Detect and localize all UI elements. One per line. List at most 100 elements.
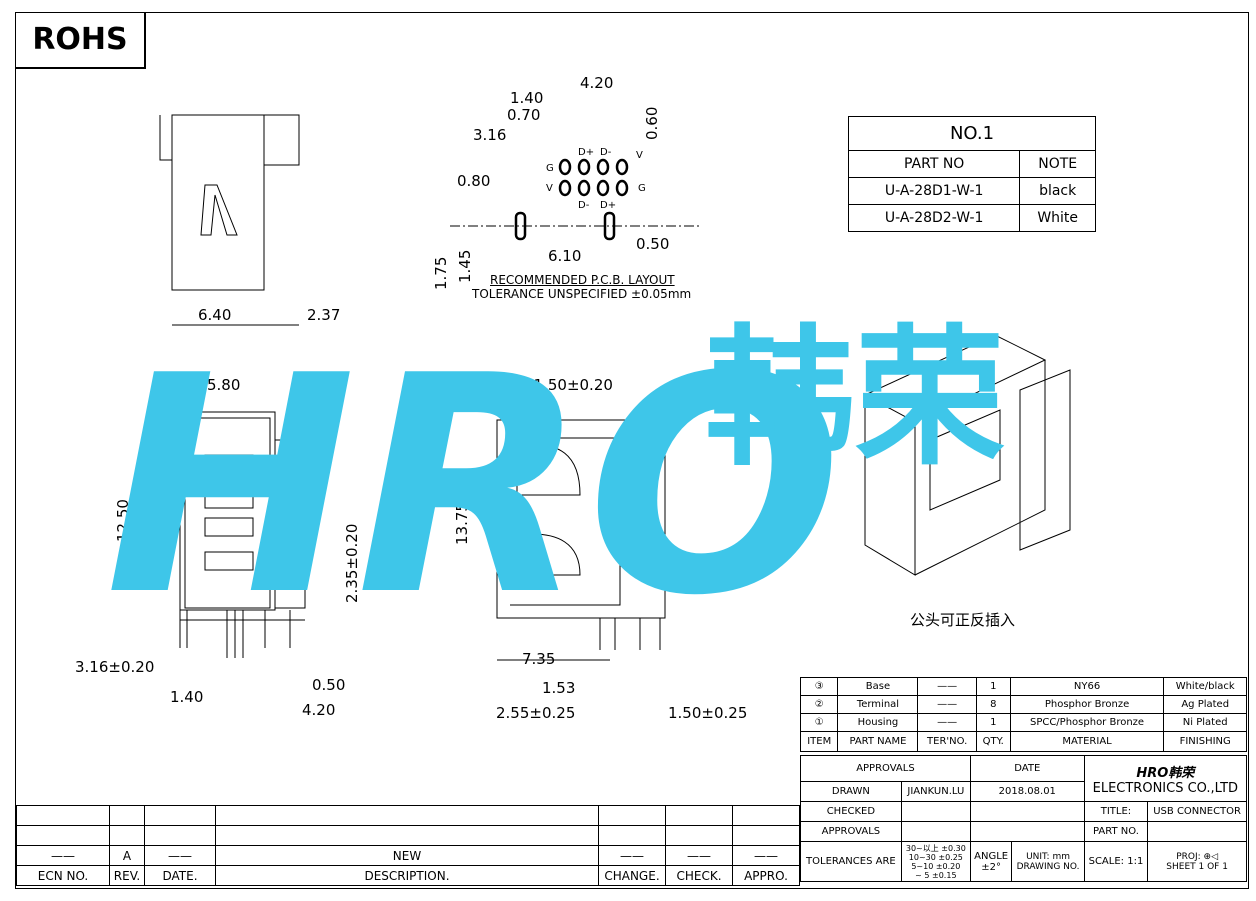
title-block: APPROVALS DATE HRO韩荣 ELECTRONICS CO.,LTD… bbox=[800, 755, 1248, 882]
pcb-dim-0-70: 0.70 bbox=[507, 106, 541, 124]
drawn-label: DRAWN bbox=[800, 781, 902, 802]
bom-header-name: PART NAME bbox=[837, 731, 919, 752]
side-dim-depth: 2.37 bbox=[307, 306, 341, 324]
description-value: NEW bbox=[215, 845, 599, 866]
tolerance-row: 30~以上 ±0.30 bbox=[905, 843, 966, 853]
bom-ter: —— bbox=[917, 677, 977, 696]
front-dim-4-20: 4.20 bbox=[302, 701, 336, 719]
rev-value: A bbox=[109, 845, 145, 866]
section-dim-1-50: 1.50±0.25 bbox=[668, 704, 748, 722]
pcb-dim-0-50: 0.50 bbox=[636, 235, 670, 253]
pin-mark-g-left: G bbox=[546, 163, 554, 174]
bom-ter: —— bbox=[917, 695, 977, 714]
title-value: USB CONNECTOR bbox=[1147, 801, 1247, 822]
bom-finish: Ag Plated bbox=[1163, 695, 1247, 714]
pin-mark-v-right: V bbox=[636, 150, 643, 161]
bom-name: Housing bbox=[837, 713, 919, 732]
bom-header-material: MATERIAL bbox=[1009, 731, 1165, 752]
bom-item: ③ bbox=[799, 677, 839, 696]
pin-label-dminus-bottom: D- bbox=[578, 200, 590, 211]
section-dim-1-53: 1.53 bbox=[542, 679, 576, 697]
note-row-part: U-A-28D2-W-1 bbox=[847, 204, 1021, 232]
drawn-date: 2018.08.01 bbox=[969, 781, 1085, 802]
bom-header-finish: FINISHING bbox=[1163, 731, 1247, 752]
front-dim-1-40: 1.40 bbox=[170, 688, 204, 706]
pcb-dim-0-60: 0.60 bbox=[643, 106, 661, 140]
angle-value: ±2° bbox=[981, 861, 1002, 873]
rohs-label: ROHS bbox=[16, 13, 146, 69]
note-table-title: NO.1 bbox=[848, 116, 1096, 151]
pcb-dim-4-20: 4.20 bbox=[580, 74, 614, 92]
note-row-note: White bbox=[1019, 204, 1096, 232]
drawn-by: JIANKUN.LU bbox=[900, 781, 971, 802]
tolerance-row: ~ 5 ±0.15 bbox=[915, 870, 957, 880]
section-dim-width: 11.50±0.20 bbox=[524, 376, 613, 394]
pin-mark-g-right: G bbox=[638, 183, 646, 194]
projection-icon: ⊕◁ bbox=[1203, 851, 1219, 862]
front-dim-pin: 2.35±0.20 bbox=[343, 523, 361, 603]
front-dim-left: 3.16±0.20 bbox=[75, 658, 155, 676]
bom-item: ① bbox=[799, 713, 839, 732]
pin-label-dplus-top: D+ bbox=[578, 147, 595, 158]
company-logo: HRO韩荣 bbox=[1136, 765, 1195, 781]
bom-qty: 1 bbox=[975, 713, 1011, 732]
note-row-note: black bbox=[1019, 177, 1096, 205]
note-header-part: PART NO bbox=[847, 150, 1021, 178]
tolerance-row: 5~10 ±0.20 bbox=[911, 861, 961, 871]
pcb-dim-6-10: 6.10 bbox=[548, 247, 582, 265]
rev-label: REV. bbox=[109, 865, 145, 886]
revision-block: —— A —— NEW —————— ECN NO. REV. DATE. DE… bbox=[16, 805, 800, 886]
bom-ter: —— bbox=[917, 713, 977, 732]
section-dim-7-35: 7.35 bbox=[522, 650, 556, 668]
pin-label-dplus-bottom: D+ bbox=[600, 200, 617, 211]
ecn-label: ECN NO. bbox=[16, 865, 110, 886]
section-dim-2-55: 2.55±0.25 bbox=[496, 704, 576, 722]
bom-material: NY66 bbox=[1009, 677, 1165, 696]
sheet-label: SHEET 1 OF 1 bbox=[1166, 861, 1228, 872]
pin-label-dminus-top: D- bbox=[600, 147, 612, 158]
tolerance-row: 10~30 ±0.25 bbox=[908, 852, 963, 862]
bom-finish: White/black bbox=[1163, 677, 1247, 696]
pcb-dim-1-40: 1.40 bbox=[510, 89, 544, 107]
scale-label: SCALE: bbox=[1088, 856, 1125, 867]
bom-item: ② bbox=[799, 695, 839, 714]
description-label: DESCRIPTION. bbox=[215, 865, 599, 886]
front-dim-width: 5.80 bbox=[207, 376, 241, 394]
approvals2-label: APPROVALS bbox=[800, 821, 902, 842]
pin-mark-v-left: V bbox=[546, 183, 553, 194]
bom-header-ter: TER'NO. bbox=[917, 731, 977, 752]
unit-label: UNIT: mm bbox=[1026, 851, 1070, 862]
bom-qty: 8 bbox=[975, 695, 1011, 714]
angle-label: ANGLE bbox=[974, 850, 1009, 862]
iso-caption: 公头可正反插入 bbox=[910, 611, 1016, 629]
bom-name: Terminal bbox=[837, 695, 919, 714]
front-view-drawing bbox=[179, 411, 306, 658]
check-label: CHECK. bbox=[665, 865, 733, 886]
bom-finish: Ni Plated bbox=[1163, 713, 1247, 732]
side-view-drawing bbox=[159, 114, 300, 326]
title-label: TITLE: bbox=[1083, 801, 1149, 822]
bom-qty: 1 bbox=[975, 677, 1011, 696]
bom-table: ③ Base —— 1 NY66 White/black ② Terminal … bbox=[799, 677, 1247, 752]
date-label: DATE bbox=[969, 755, 1085, 782]
bom-header-qty: QTY. bbox=[975, 731, 1011, 752]
bom-header-item: ITEM bbox=[799, 731, 839, 752]
pcb-tolerance: TOLERANCE UNSPECIFIED ±0.05mm bbox=[472, 287, 692, 301]
pcb-layout-drawing bbox=[450, 158, 700, 241]
drawing-frame bbox=[15, 12, 1249, 889]
company-name: ELECTRONICS CO.,LTD bbox=[1092, 780, 1239, 796]
change-label: CHANGE. bbox=[598, 865, 666, 886]
part-no-label: PART NO. bbox=[1083, 821, 1149, 842]
bom-material: Phosphor Bronze bbox=[1009, 695, 1165, 714]
tolerances-label: TOLERANCES ARE bbox=[800, 841, 902, 882]
pcb-dim-1-75: 1.75 bbox=[432, 256, 450, 290]
date-label: DATE. bbox=[144, 865, 216, 886]
pcb-dim-3-16: 3.16 bbox=[473, 126, 507, 144]
isometric-view-drawing bbox=[863, 334, 1071, 576]
bom-material: SPCC/Phosphor Bronze bbox=[1009, 713, 1165, 732]
checked-label: CHECKED bbox=[800, 801, 902, 822]
note-table: NO.1 PART NO NOTE U-A-28D1-W-1 black U-A… bbox=[847, 116, 1096, 232]
appro-label: APPRO. bbox=[732, 865, 800, 886]
pcb-dim-0-80: 0.80 bbox=[457, 172, 491, 190]
front-dim-0-50: 0.50 bbox=[312, 676, 346, 694]
